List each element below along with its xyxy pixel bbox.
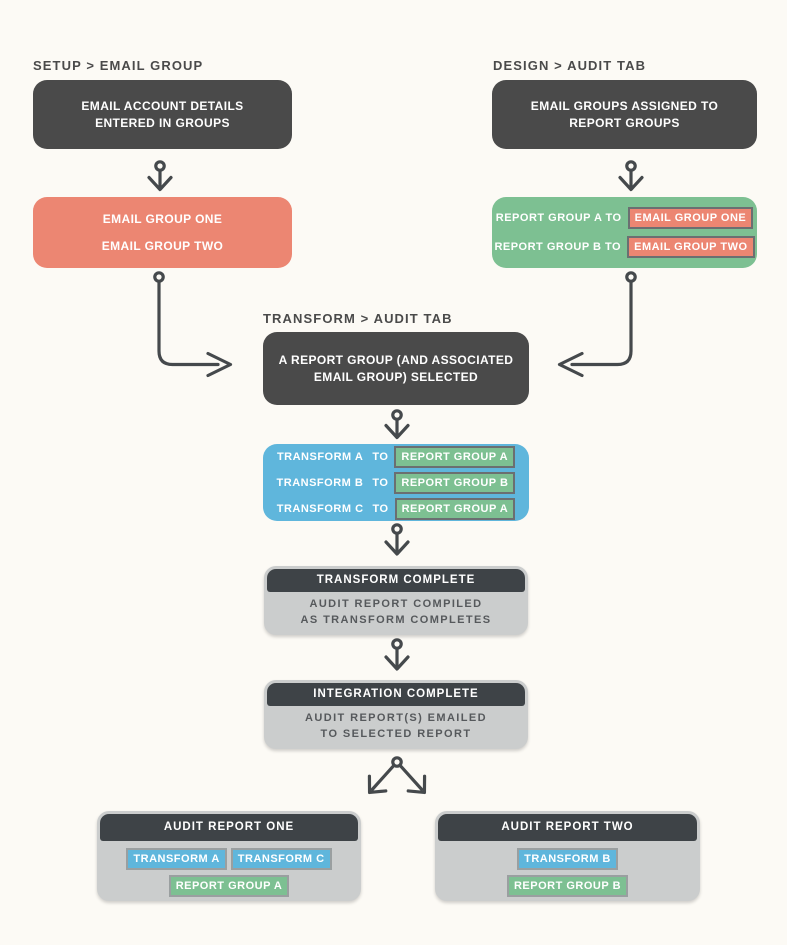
transform-label: TRANSFORM A bbox=[276, 450, 364, 463]
design-assignment-box: EMAIL GROUPS ASSIGNED TO REPORT GROUPS bbox=[492, 80, 757, 149]
assignment-label: REPORT GROUP B TO bbox=[494, 241, 622, 253]
audit-report-two-panel: AUDIT REPORT TWO TRANSFORM B REPORT GROU… bbox=[435, 811, 700, 901]
arrow-down-icon bbox=[384, 523, 410, 556]
report-group-badge: REPORT GROUP A bbox=[394, 445, 516, 468]
arrow-down-icon bbox=[384, 409, 410, 440]
mapping-row: TRANSFORM A TO REPORT GROUP A bbox=[276, 445, 516, 468]
report-group-badge: REPORT GROUP A bbox=[394, 497, 516, 520]
report-badges: TRANSFORM A TRANSFORM C REPORT GROUP A bbox=[100, 848, 358, 897]
email-group-badge: EMAIL GROUP ONE bbox=[627, 207, 754, 229]
to-label: TO bbox=[372, 476, 389, 489]
box-line: EMAIL ACCOUNT DETAILS bbox=[81, 98, 244, 113]
email-group-item: EMAIL GROUP TWO bbox=[101, 238, 224, 253]
box-line: REPORT GROUPS bbox=[569, 115, 680, 130]
report-group-assignments-box: REPORT GROUP A TO EMAIL GROUP ONE REPORT… bbox=[492, 197, 757, 268]
integration-complete-panel: INTEGRATION COMPLETE AUDIT REPORT(S) EMA… bbox=[264, 680, 528, 749]
assignment-row: REPORT GROUP A TO EMAIL GROUP ONE bbox=[495, 207, 754, 229]
setup-details-box: EMAIL ACCOUNT DETAILS ENTERED IN GROUPS bbox=[33, 80, 292, 149]
transform-badge-row: TRANSFORM A TRANSFORM C bbox=[126, 848, 332, 870]
panel-body: AUDIT REPORT COMPILED AS TRANSFORM COMPL… bbox=[267, 592, 525, 628]
arrow-down-icon bbox=[618, 160, 644, 192]
panel-title: TRANSFORM COMPLETE bbox=[267, 569, 525, 592]
setup-section-heading: SETUP > EMAIL GROUP bbox=[33, 58, 204, 73]
email-group-item: EMAIL GROUP ONE bbox=[102, 211, 223, 226]
arrow-down-icon bbox=[384, 638, 410, 671]
panel-body: AUDIT REPORT(S) EMAILED TO SELECTED REPO… bbox=[267, 706, 525, 742]
box-line: EMAIL GROUPS ASSIGNED TO bbox=[530, 98, 719, 113]
report-group-badge-row: REPORT GROUP A bbox=[168, 875, 290, 897]
audit-report-one-panel: AUDIT REPORT ONE TRANSFORM A TRANSFORM C… bbox=[97, 811, 361, 901]
elbow-arrow-right-icon bbox=[153, 271, 233, 378]
report-group-badge-row: REPORT GROUP B bbox=[506, 875, 629, 897]
split-arrow-icon bbox=[367, 756, 427, 795]
report-group-badge: REPORT GROUP B bbox=[394, 471, 516, 494]
panel-body-line: AUDIT REPORT(S) EMAILED bbox=[305, 712, 487, 724]
mapping-row: TRANSFORM C TO REPORT GROUP A bbox=[276, 497, 516, 520]
transform-badge: TRANSFORM B bbox=[517, 848, 618, 870]
transform-section-heading: TRANSFORM > AUDIT TAB bbox=[263, 311, 453, 326]
transform-mappings-box: TRANSFORM A TO REPORT GROUP A TRANSFORM … bbox=[263, 444, 529, 521]
box-line: ENTERED IN GROUPS bbox=[95, 115, 230, 130]
to-label: TO bbox=[372, 450, 389, 463]
report-badges: TRANSFORM B REPORT GROUP B bbox=[438, 848, 697, 897]
panel-title: INTEGRATION COMPLETE bbox=[267, 683, 525, 706]
email-group-badge: EMAIL GROUP TWO bbox=[627, 236, 755, 258]
box-line: A REPORT GROUP (AND ASSOCIATED bbox=[278, 352, 514, 367]
assignment-label: REPORT GROUP A TO bbox=[495, 212, 622, 224]
report-group-badge: REPORT GROUP B bbox=[506, 875, 629, 897]
transform-complete-panel: TRANSFORM COMPLETE AUDIT REPORT COMPILED… bbox=[264, 566, 528, 635]
design-section-heading: DESIGN > AUDIT TAB bbox=[493, 58, 647, 73]
transform-badge: TRANSFORM C bbox=[230, 848, 332, 870]
panel-body-line: TO SELECTED REPORT bbox=[320, 727, 472, 740]
assignment-row: REPORT GROUP B TO EMAIL GROUP TWO bbox=[494, 236, 755, 258]
elbow-arrow-left-icon bbox=[557, 271, 637, 378]
transform-badge: TRANSFORM A bbox=[126, 848, 227, 870]
transform-label: TRANSFORM C bbox=[276, 502, 364, 515]
report-group-selected-box: A REPORT GROUP (AND ASSOCIATED EMAIL GRO… bbox=[263, 332, 529, 405]
transform-badge-row: TRANSFORM B bbox=[517, 848, 618, 870]
transform-label: TRANSFORM B bbox=[276, 476, 364, 489]
panel-title: AUDIT REPORT ONE bbox=[100, 814, 358, 841]
arrow-down-icon bbox=[147, 160, 173, 192]
panel-body-line: AUDIT REPORT COMPILED bbox=[309, 598, 483, 610]
panel-body-line: AS TRANSFORM COMPLETES bbox=[300, 613, 492, 626]
box-line: EMAIL GROUP) SELECTED bbox=[313, 369, 479, 384]
report-group-badge: REPORT GROUP A bbox=[168, 875, 290, 897]
email-groups-box: EMAIL GROUP ONE EMAIL GROUP TWO bbox=[33, 197, 292, 268]
panel-title: AUDIT REPORT TWO bbox=[438, 814, 697, 841]
mapping-row: TRANSFORM B TO REPORT GROUP B bbox=[276, 471, 516, 494]
to-label: TO bbox=[372, 502, 389, 515]
